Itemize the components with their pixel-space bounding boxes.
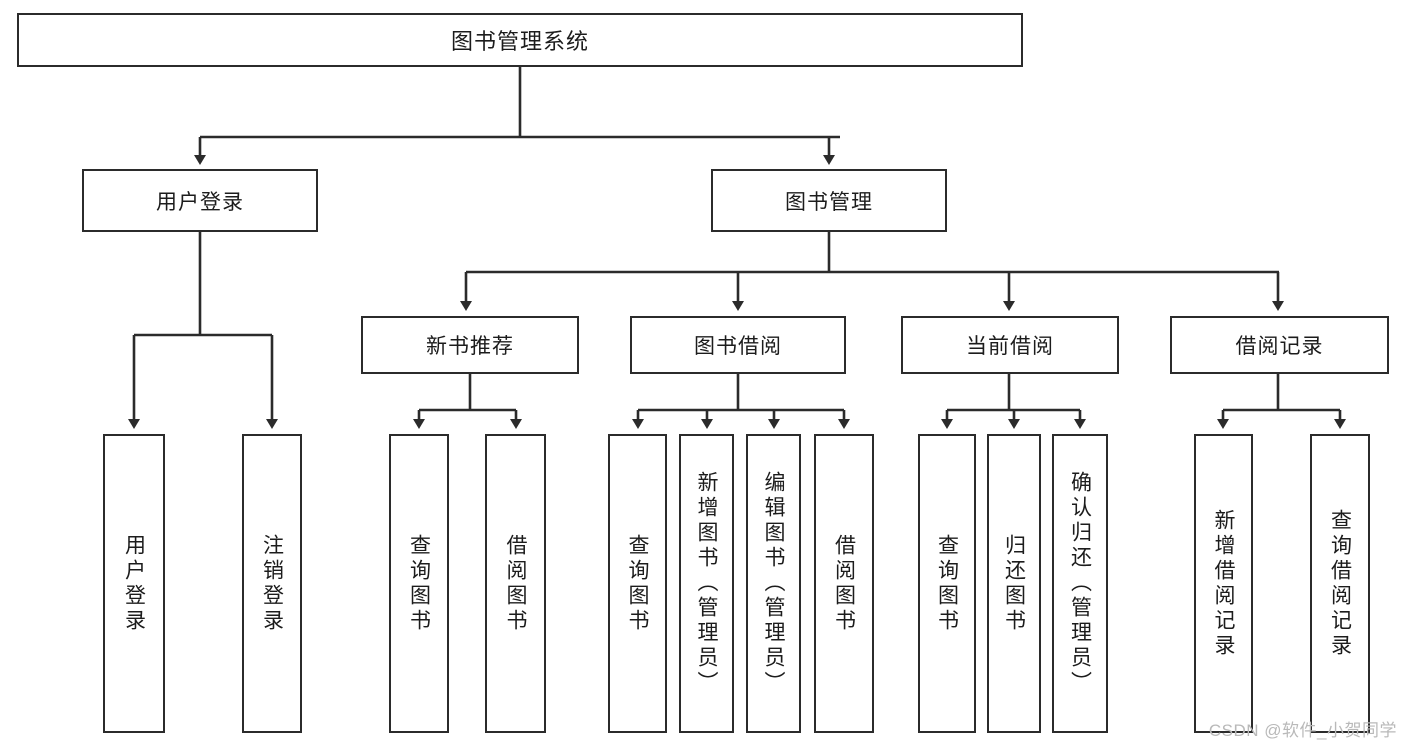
node-label: 图书管理系统: [450, 29, 589, 54]
book-manage-to-level3-connectors: [460, 232, 1284, 311]
node-label: 借阅图书: [832, 533, 856, 634]
node-label: 注销登录: [260, 533, 284, 634]
node-label: 归还图书: [1002, 533, 1026, 634]
new-book-rec-to-leaves-connectors: [413, 374, 522, 429]
node-label: 新增图书（管理员）: [695, 471, 718, 696]
node-book-manage[interactable]: 图书管理: [711, 169, 947, 232]
node-label: 用户登录: [122, 533, 146, 634]
node-leaf-current-return-book[interactable]: 归还图书: [987, 434, 1041, 733]
root-to-level2-connectors: [194, 67, 840, 165]
node-label: 借阅记录: [1235, 335, 1324, 358]
node-leaf-borrow-do-borrow[interactable]: 借阅图书: [814, 434, 874, 733]
borrow-record-to-leaves-connectors: [1217, 374, 1346, 429]
node-leaf-current-confirm-return[interactable]: 确认归还（管理员）: [1052, 434, 1108, 733]
node-label: 用户登录: [156, 190, 244, 214]
node-leaf-user-login[interactable]: 用户登录: [103, 434, 165, 733]
node-label: 新增借阅记录: [1212, 508, 1235, 659]
node-label: 查询图书: [935, 533, 959, 634]
node-label: 新书推荐: [426, 335, 514, 358]
node-new-book-rec[interactable]: 新书推荐: [361, 316, 579, 374]
node-leaf-borrow-add-book[interactable]: 新增图书（管理员）: [679, 434, 734, 733]
node-label: 借阅图书: [504, 533, 527, 634]
node-leaf-current-query-book[interactable]: 查询图书: [918, 434, 976, 733]
node-label: 当前借阅: [966, 335, 1054, 358]
node-book-borrow[interactable]: 图书借阅: [630, 316, 846, 374]
node-leaf-rec-borrow-book[interactable]: 借阅图书: [485, 434, 546, 733]
book-borrow-to-leaves-connectors: [632, 374, 850, 429]
node-label: 图书借阅: [694, 335, 782, 358]
user-login-to-leaves-connectors: [128, 232, 278, 429]
node-borrow-record[interactable]: 借阅记录: [1170, 316, 1389, 374]
node-leaf-borrow-query-book[interactable]: 查询图书: [608, 434, 667, 733]
node-leaf-record-add[interactable]: 新增借阅记录: [1194, 434, 1253, 733]
node-label: 查询借阅记录: [1328, 508, 1352, 659]
node-label: 确认归还（管理员）: [1068, 471, 1092, 696]
node-user-login[interactable]: 用户登录: [82, 169, 318, 232]
node-root-system[interactable]: 图书管理系统: [17, 13, 1023, 67]
node-label: 图书管理: [785, 190, 873, 214]
node-leaf-borrow-edit-book[interactable]: 编辑图书（管理员）: [746, 434, 801, 733]
node-label: 查询图书: [407, 533, 431, 634]
node-leaf-user-logout[interactable]: 注销登录: [242, 434, 302, 733]
current-borrow-to-leaves-connectors: [941, 374, 1086, 429]
node-label: 查询图书: [626, 533, 649, 634]
node-leaf-record-search[interactable]: 查询借阅记录: [1310, 434, 1370, 733]
node-label: 编辑图书（管理员）: [762, 471, 785, 696]
node-current-borrow[interactable]: 当前借阅: [901, 316, 1119, 374]
node-leaf-rec-query-book[interactable]: 查询图书: [389, 434, 449, 733]
